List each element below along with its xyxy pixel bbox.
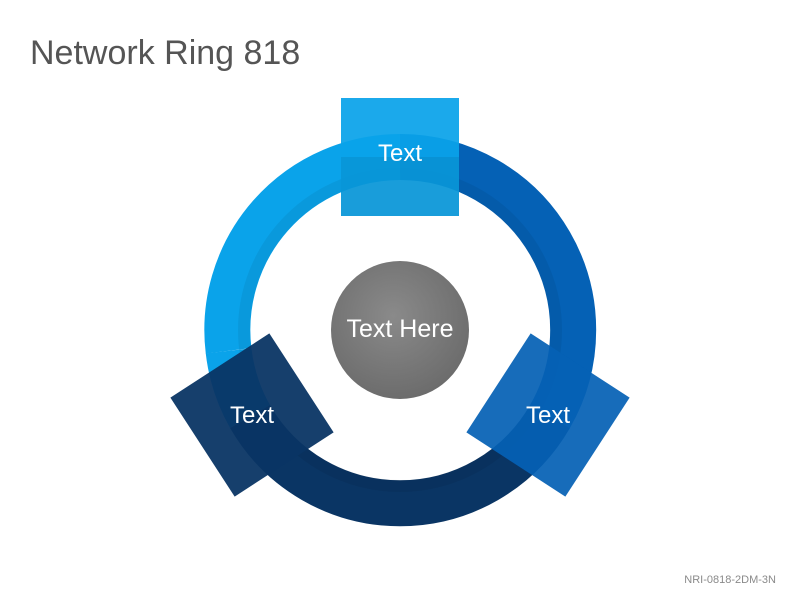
slide-title: Network Ring 818	[30, 34, 301, 72]
node-left[interactable]	[170, 333, 334, 497]
node-top-overlap	[341, 157, 459, 216]
node-top-label: Text	[378, 140, 422, 167]
node-top-box	[341, 98, 459, 216]
center-node[interactable]: Text Here	[331, 261, 469, 399]
center-label: Text Here	[347, 315, 454, 343]
node-top[interactable]: Text	[341, 98, 459, 216]
footer-code: NRI-0818-2DM-3N	[684, 574, 776, 586]
node-left-label: Text	[230, 402, 274, 429]
node-right-label: Text	[526, 402, 570, 429]
center-circle	[331, 261, 469, 399]
node-right-box	[466, 333, 630, 497]
node-right[interactable]	[466, 333, 630, 497]
node-left-box	[170, 333, 334, 497]
